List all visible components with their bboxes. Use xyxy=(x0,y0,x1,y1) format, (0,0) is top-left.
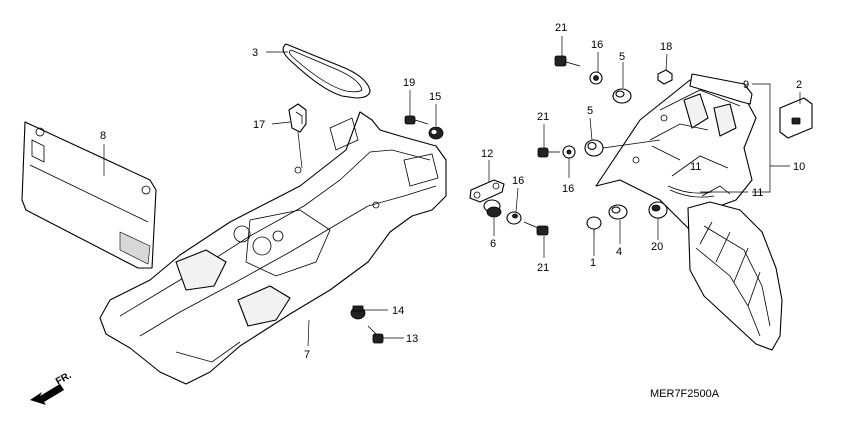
callout-13: 13 xyxy=(406,333,418,345)
cover-plate-part xyxy=(21,121,157,269)
callout-21-lower: 21 xyxy=(537,262,549,274)
callout-5-middle: 5 xyxy=(587,105,593,117)
callout-15: 15 xyxy=(429,91,441,103)
reflector-part xyxy=(779,97,813,139)
bolt-19-part xyxy=(404,115,429,125)
callout-12: 12 xyxy=(481,148,493,160)
callout-3: 3 xyxy=(252,47,258,59)
callout-numbers: 3 8 17 19 15 12 6 16 21 7 14 13 21 16 5 … xyxy=(100,22,805,361)
grommet-14-part xyxy=(350,305,366,320)
bolt-21-upper-part xyxy=(554,55,581,67)
bolt-13-part xyxy=(367,325,384,344)
callout-10: 10 xyxy=(793,161,805,173)
callout-1: 1 xyxy=(590,257,596,269)
callout-2: 2 xyxy=(796,79,802,91)
leader-lines xyxy=(103,36,801,347)
pad-strip-9-part xyxy=(689,73,753,105)
callout-18: 18 xyxy=(660,41,672,53)
collar-6-part xyxy=(483,199,502,218)
callout-11-band: 11 xyxy=(690,161,701,173)
rubber-band-part xyxy=(282,43,371,99)
callout-16-lower: 16 xyxy=(512,175,524,187)
grommet-15-part xyxy=(428,126,444,140)
callout-16-middle: 16 xyxy=(562,183,574,195)
band-11-part xyxy=(667,185,715,198)
callout-7: 7 xyxy=(304,349,310,361)
callout-8: 8 xyxy=(100,130,106,142)
diagram-code: MER7F2500A xyxy=(650,388,720,400)
bolt-21-lower-part xyxy=(523,221,549,236)
front-direction-label: FR. xyxy=(54,370,74,388)
nut-18-part xyxy=(657,69,673,85)
bracket-12-part xyxy=(469,179,505,203)
bolt-1-part xyxy=(586,216,602,236)
callout-16-upper: 16 xyxy=(591,39,603,51)
collar-16-upper-part xyxy=(589,71,603,85)
collar-16-lower-part xyxy=(506,211,522,225)
callout-4: 4 xyxy=(616,246,622,258)
callout-21-upper: 21 xyxy=(555,22,567,34)
grommet-20-part xyxy=(648,201,668,219)
callout-21-middle: 21 xyxy=(537,111,549,123)
callout-14: 14 xyxy=(392,305,404,317)
grommet-5-middle-part xyxy=(584,139,604,157)
collar-16-middle-part xyxy=(562,145,576,159)
callout-5-upper: 5 xyxy=(619,51,625,63)
callout-20: 20 xyxy=(651,241,663,253)
bolt-21-middle-part xyxy=(537,147,560,158)
front-direction-arrow-icon xyxy=(30,384,64,405)
rear-fender-part xyxy=(595,79,757,231)
grommet-5-upper-part xyxy=(612,88,632,104)
callout-9: 9 xyxy=(743,79,749,91)
inner-fender-part xyxy=(99,111,447,385)
callout-17: 17 xyxy=(253,119,265,131)
splash-guard-part xyxy=(687,201,783,351)
grommet-4-part xyxy=(608,204,628,220)
clip-part xyxy=(288,103,307,133)
callout-11-right: 11 xyxy=(752,187,763,199)
callout-6: 6 xyxy=(490,238,496,250)
callout-19: 19 xyxy=(403,77,415,89)
